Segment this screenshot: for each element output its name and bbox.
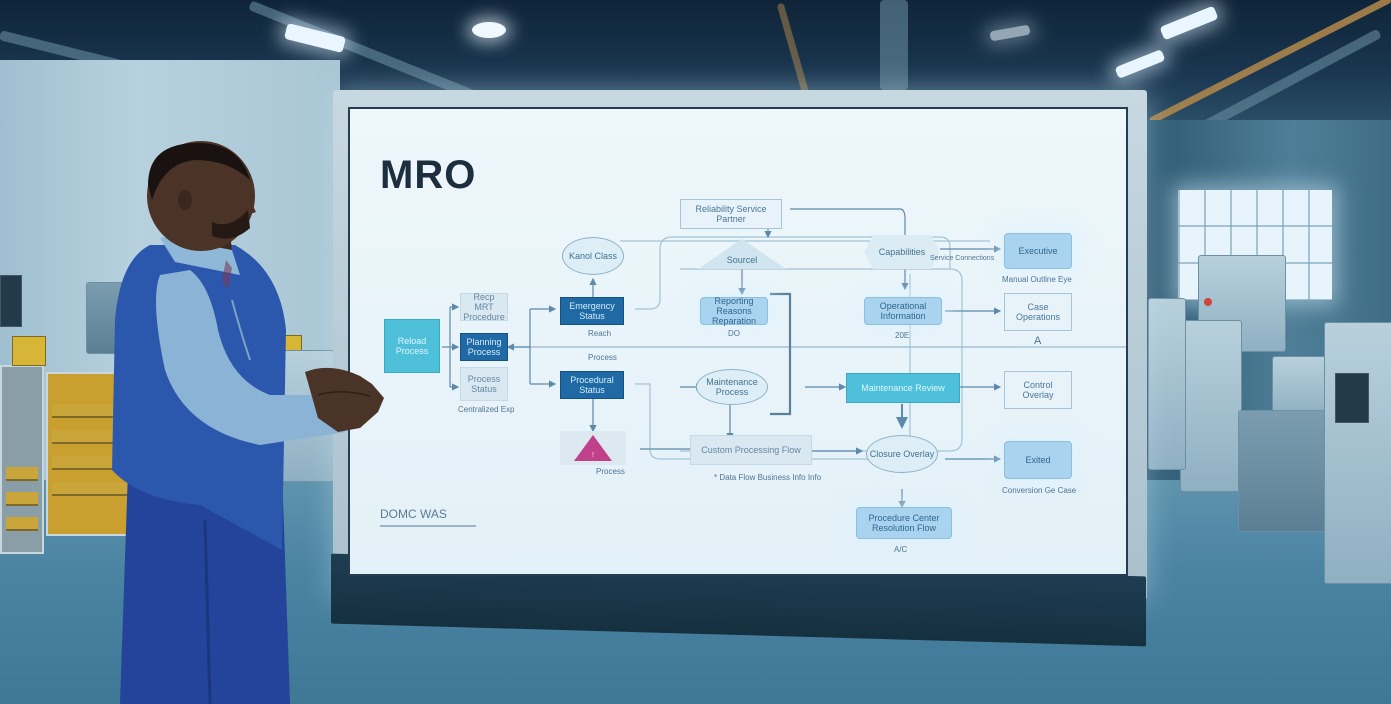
- caption: Process: [588, 353, 617, 362]
- caption: Service Connections: [930, 255, 995, 262]
- caption: A/C: [894, 545, 908, 554]
- workbench-cart: [1238, 410, 1330, 532]
- flow-node[interactable]: Emergency Status: [560, 297, 624, 325]
- caption: Manual Outline Eye: [1002, 275, 1072, 284]
- flow-node[interactable]: Custom Processing Flow: [690, 435, 812, 465]
- flow-node[interactable]: Capabilities: [864, 235, 940, 269]
- flow-node[interactable]: Kanol Class: [562, 237, 624, 275]
- flow-node[interactable]: Maintenance Review: [846, 373, 960, 403]
- caption: Process: [596, 467, 625, 476]
- caption: Centralized Exp: [458, 405, 515, 414]
- industrial-machine: [1272, 356, 1330, 416]
- flow-node[interactable]: Operational Information: [864, 297, 942, 325]
- flow-node[interactable]: Recp MRT Procedure: [460, 292, 508, 322]
- flow-node[interactable]: Exited: [1004, 441, 1072, 479]
- svg-text:!: !: [592, 452, 594, 459]
- flow-node[interactable]: Reload Process: [384, 319, 440, 373]
- flow-node[interactable]: Case Operations: [1004, 293, 1072, 331]
- flow-node[interactable]: Reporting Reasons Reparation: [700, 296, 768, 326]
- industrial-machine: [1148, 298, 1186, 470]
- flow-node[interactable]: Reliability Service Partner: [680, 199, 782, 229]
- flow-node[interactable]: Control Overlay: [1004, 371, 1072, 409]
- warning-triangle-icon: !: [560, 431, 626, 465]
- slide-title: MRO: [380, 153, 477, 197]
- storage-shelf: [0, 365, 44, 554]
- flow-node[interactable]: Closure Overlay: [866, 435, 938, 473]
- industrial-machine: [1180, 320, 1242, 492]
- ceiling-duct: [880, 0, 908, 90]
- caption: Conversion Ge Case: [1002, 486, 1077, 495]
- red-indicator-light: [1204, 298, 1212, 306]
- caption: 20E: [895, 331, 910, 340]
- flow-node[interactable]: Planning Process: [460, 333, 508, 361]
- presentation-screen: MRO: [348, 107, 1128, 576]
- caption: * Data Flow Business Info Info: [714, 473, 822, 482]
- flow-node[interactable]: Procedure Center Resolution Flow: [856, 507, 952, 539]
- wall-monitor: [0, 275, 22, 327]
- slide-footer: DOMC WAS: [380, 507, 447, 521]
- caption: DO: [728, 329, 740, 338]
- flow-node[interactable]: Maintenance Process: [696, 369, 768, 405]
- presenter-person: [112, 141, 384, 704]
- flow-node[interactable]: Executive: [1004, 233, 1072, 269]
- control-cabinet: [1324, 322, 1391, 584]
- flow-node[interactable]: Process Status: [460, 367, 508, 401]
- yellow-toolbox: [12, 336, 46, 366]
- footer-underline: [380, 525, 476, 527]
- flow-node[interactable]: Procedural Status: [560, 371, 624, 399]
- caption: Reach: [588, 329, 612, 338]
- caption: A: [1034, 335, 1042, 347]
- ceiling-lamp: [472, 22, 506, 38]
